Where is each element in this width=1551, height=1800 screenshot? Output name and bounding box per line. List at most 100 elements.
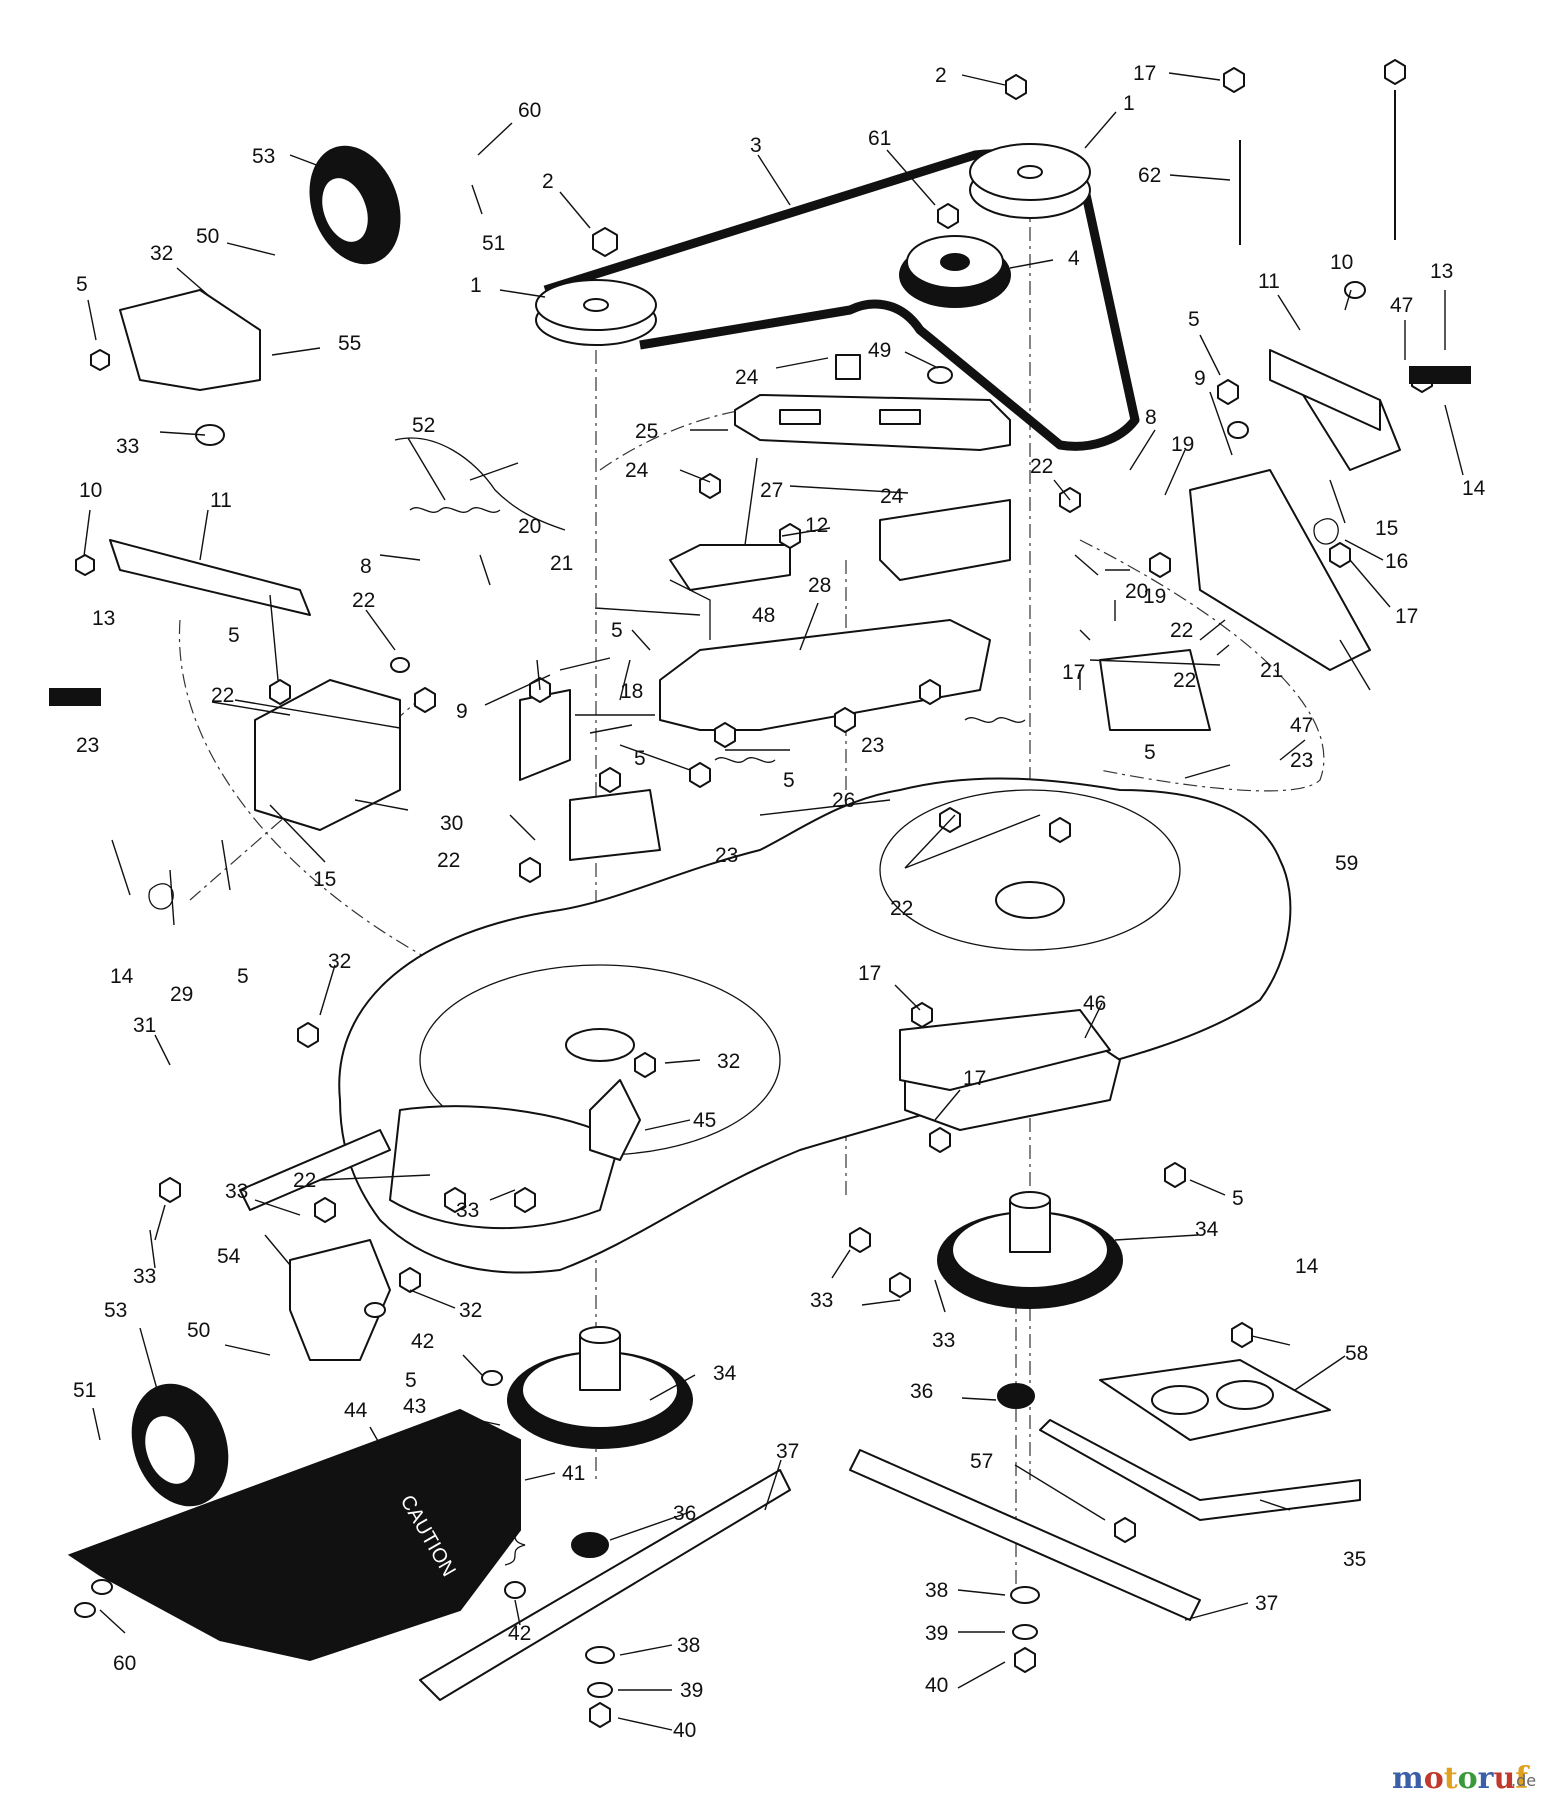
callout-label: 22 <box>211 684 234 707</box>
callout-label: 42 <box>508 1622 531 1645</box>
callout-label: 47 <box>1390 294 1413 317</box>
callout-label: 22 <box>293 1169 316 1192</box>
callout-label: 4 <box>1068 247 1080 270</box>
callout-label: 11 <box>210 489 232 512</box>
callout-label: 51 <box>482 232 505 255</box>
callout-label: 14 <box>1462 477 1486 500</box>
callout-label: 5 <box>76 273 88 296</box>
callout-label: 22 <box>352 589 375 612</box>
callout-label: 33 <box>225 1180 248 1203</box>
callout-label: 57 <box>970 1450 993 1473</box>
callout-label: 8 <box>1145 406 1157 429</box>
callout-label: 13 <box>1430 260 1453 283</box>
blade-right <box>849 1449 1201 1621</box>
callout-label: 33 <box>932 1329 955 1352</box>
callout-label: 38 <box>677 1634 700 1657</box>
callout-label: 5 <box>237 965 249 988</box>
callout-label: 54 <box>217 1245 241 1268</box>
site-watermark: motoruf .de <box>1392 1761 1536 1796</box>
callout-labels: 2 17 1 60 53 3 61 2 62 50 51 32 1 4 5 55… <box>73 62 1486 1742</box>
callout-label: 35 <box>1343 1548 1366 1571</box>
callout-label: 40 <box>925 1674 948 1697</box>
callout-label: 27 <box>760 479 783 502</box>
callout-label: 42 <box>411 1330 434 1353</box>
callout-label: 5 <box>228 624 240 647</box>
rear-wheel <box>131 1383 229 1507</box>
callout-label: 2 <box>935 64 947 87</box>
callout-label: 16 <box>1385 550 1408 573</box>
callout-label: 23 <box>861 734 884 757</box>
callout-label: 49 <box>868 339 891 362</box>
blade-left <box>419 1469 791 1701</box>
callout-label: 39 <box>680 1679 703 1702</box>
callout-label: 22 <box>1170 619 1193 642</box>
callout-label: 21 <box>1260 659 1283 682</box>
callout-label: 53 <box>252 145 275 168</box>
callout-label: 29 <box>170 983 193 1006</box>
callout-label: 24 <box>735 366 759 389</box>
spindle-left <box>507 1326 693 1449</box>
watermark-suffix: .de <box>1511 1771 1536 1790</box>
callout-label: 5 <box>611 619 623 642</box>
callout-label: 23 <box>715 844 738 867</box>
callout-label: 24 <box>625 459 649 482</box>
callout-label: 33 <box>456 1199 479 1222</box>
callout-label: 46 <box>1083 992 1106 1015</box>
callout-label: 8 <box>360 555 372 578</box>
callout-label: 59 <box>1335 852 1358 875</box>
callout-label: 34 <box>713 1362 737 1385</box>
callout-label: 19 <box>1171 433 1194 456</box>
watermark-letter: m <box>1392 1761 1424 1796</box>
callout-label: 36 <box>910 1380 933 1403</box>
callout-label: 33 <box>133 1265 156 1288</box>
callout-label: 58 <box>1345 1342 1368 1365</box>
callout-label: 31 <box>133 1014 156 1037</box>
blade-adapter-plate <box>1039 1359 1361 1521</box>
callout-label: 19 <box>1143 585 1166 608</box>
callout-label: 24 <box>880 485 904 508</box>
callout-label: 37 <box>776 1440 799 1463</box>
callout-label: 36 <box>673 1502 696 1525</box>
callout-label: 5 <box>1232 1187 1244 1210</box>
watermark-letter: u <box>1493 1761 1515 1796</box>
callout-label: 25 <box>635 420 658 443</box>
callout-label: 22 <box>1030 455 1053 478</box>
callout-label: 34 <box>1195 1218 1219 1241</box>
callout-label: 41 <box>562 1462 585 1485</box>
callout-label: 61 <box>868 127 891 150</box>
watermark-letter: t <box>1444 1761 1458 1796</box>
callout-label: 23 <box>1290 749 1313 772</box>
callout-label: 5 <box>1144 741 1156 764</box>
callout-label: 11 <box>1258 270 1280 293</box>
watermark-letter: f <box>1515 1761 1530 1796</box>
callout-label: 32 <box>328 950 351 973</box>
brackets <box>109 289 1401 1361</box>
hardware <box>49 59 1471 1728</box>
callout-label: 17 <box>1395 605 1418 628</box>
callout-label: 1 <box>470 274 482 297</box>
callout-label: 44 <box>344 1399 368 1422</box>
watermark-brand: motoruf <box>1392 1761 1530 1796</box>
discharge-chute: CAUTION <box>67 1408 521 1662</box>
callout-label: 5 <box>783 769 795 792</box>
callout-label: 26 <box>832 789 855 812</box>
watermark-letter: o <box>1424 1761 1444 1796</box>
callout-label: 22 <box>437 849 460 872</box>
callout-label: 10 <box>1330 251 1353 274</box>
callout-label: 52 <box>412 414 435 437</box>
callout-label: 2 <box>542 170 554 193</box>
callout-label: 12 <box>805 514 828 537</box>
callout-label: 43 <box>403 1395 426 1418</box>
deck-pulley-right <box>969 143 1091 219</box>
callout-label: 5 <box>634 747 646 770</box>
callout-label: 10 <box>79 479 102 502</box>
callout-label: 22 <box>1173 669 1196 692</box>
callout-label: 20 <box>1125 580 1148 603</box>
callout-label: 5 <box>1188 308 1200 331</box>
callout-label: 20 <box>518 515 541 538</box>
mower-deck <box>338 777 1292 1274</box>
callout-label: 32 <box>459 1299 482 1322</box>
callout-label: 33 <box>810 1289 833 1312</box>
callout-label: 37 <box>1255 1592 1278 1615</box>
callout-label: 18 <box>620 680 643 703</box>
